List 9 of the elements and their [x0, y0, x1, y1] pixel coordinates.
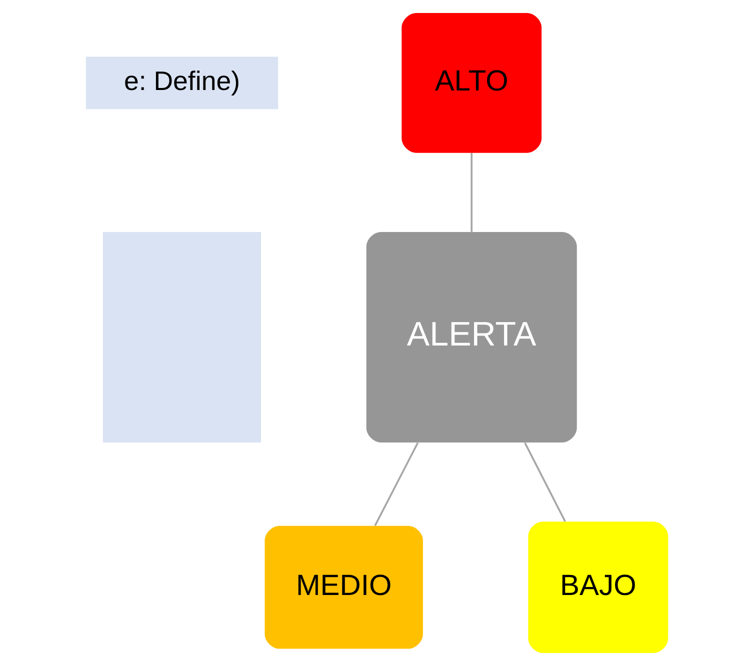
connector: [470, 152, 472, 232]
node-box: ALTO: [401, 12, 542, 153]
node-box: MEDIO: [264, 526, 422, 649]
node-box: e: Define): [85, 56, 278, 110]
node-box: ALERTA: [366, 232, 576, 443]
node-box: BAJO: [528, 522, 668, 654]
connector: [524, 442, 566, 522]
connector: [374, 442, 418, 526]
node-box: [102, 232, 261, 443]
